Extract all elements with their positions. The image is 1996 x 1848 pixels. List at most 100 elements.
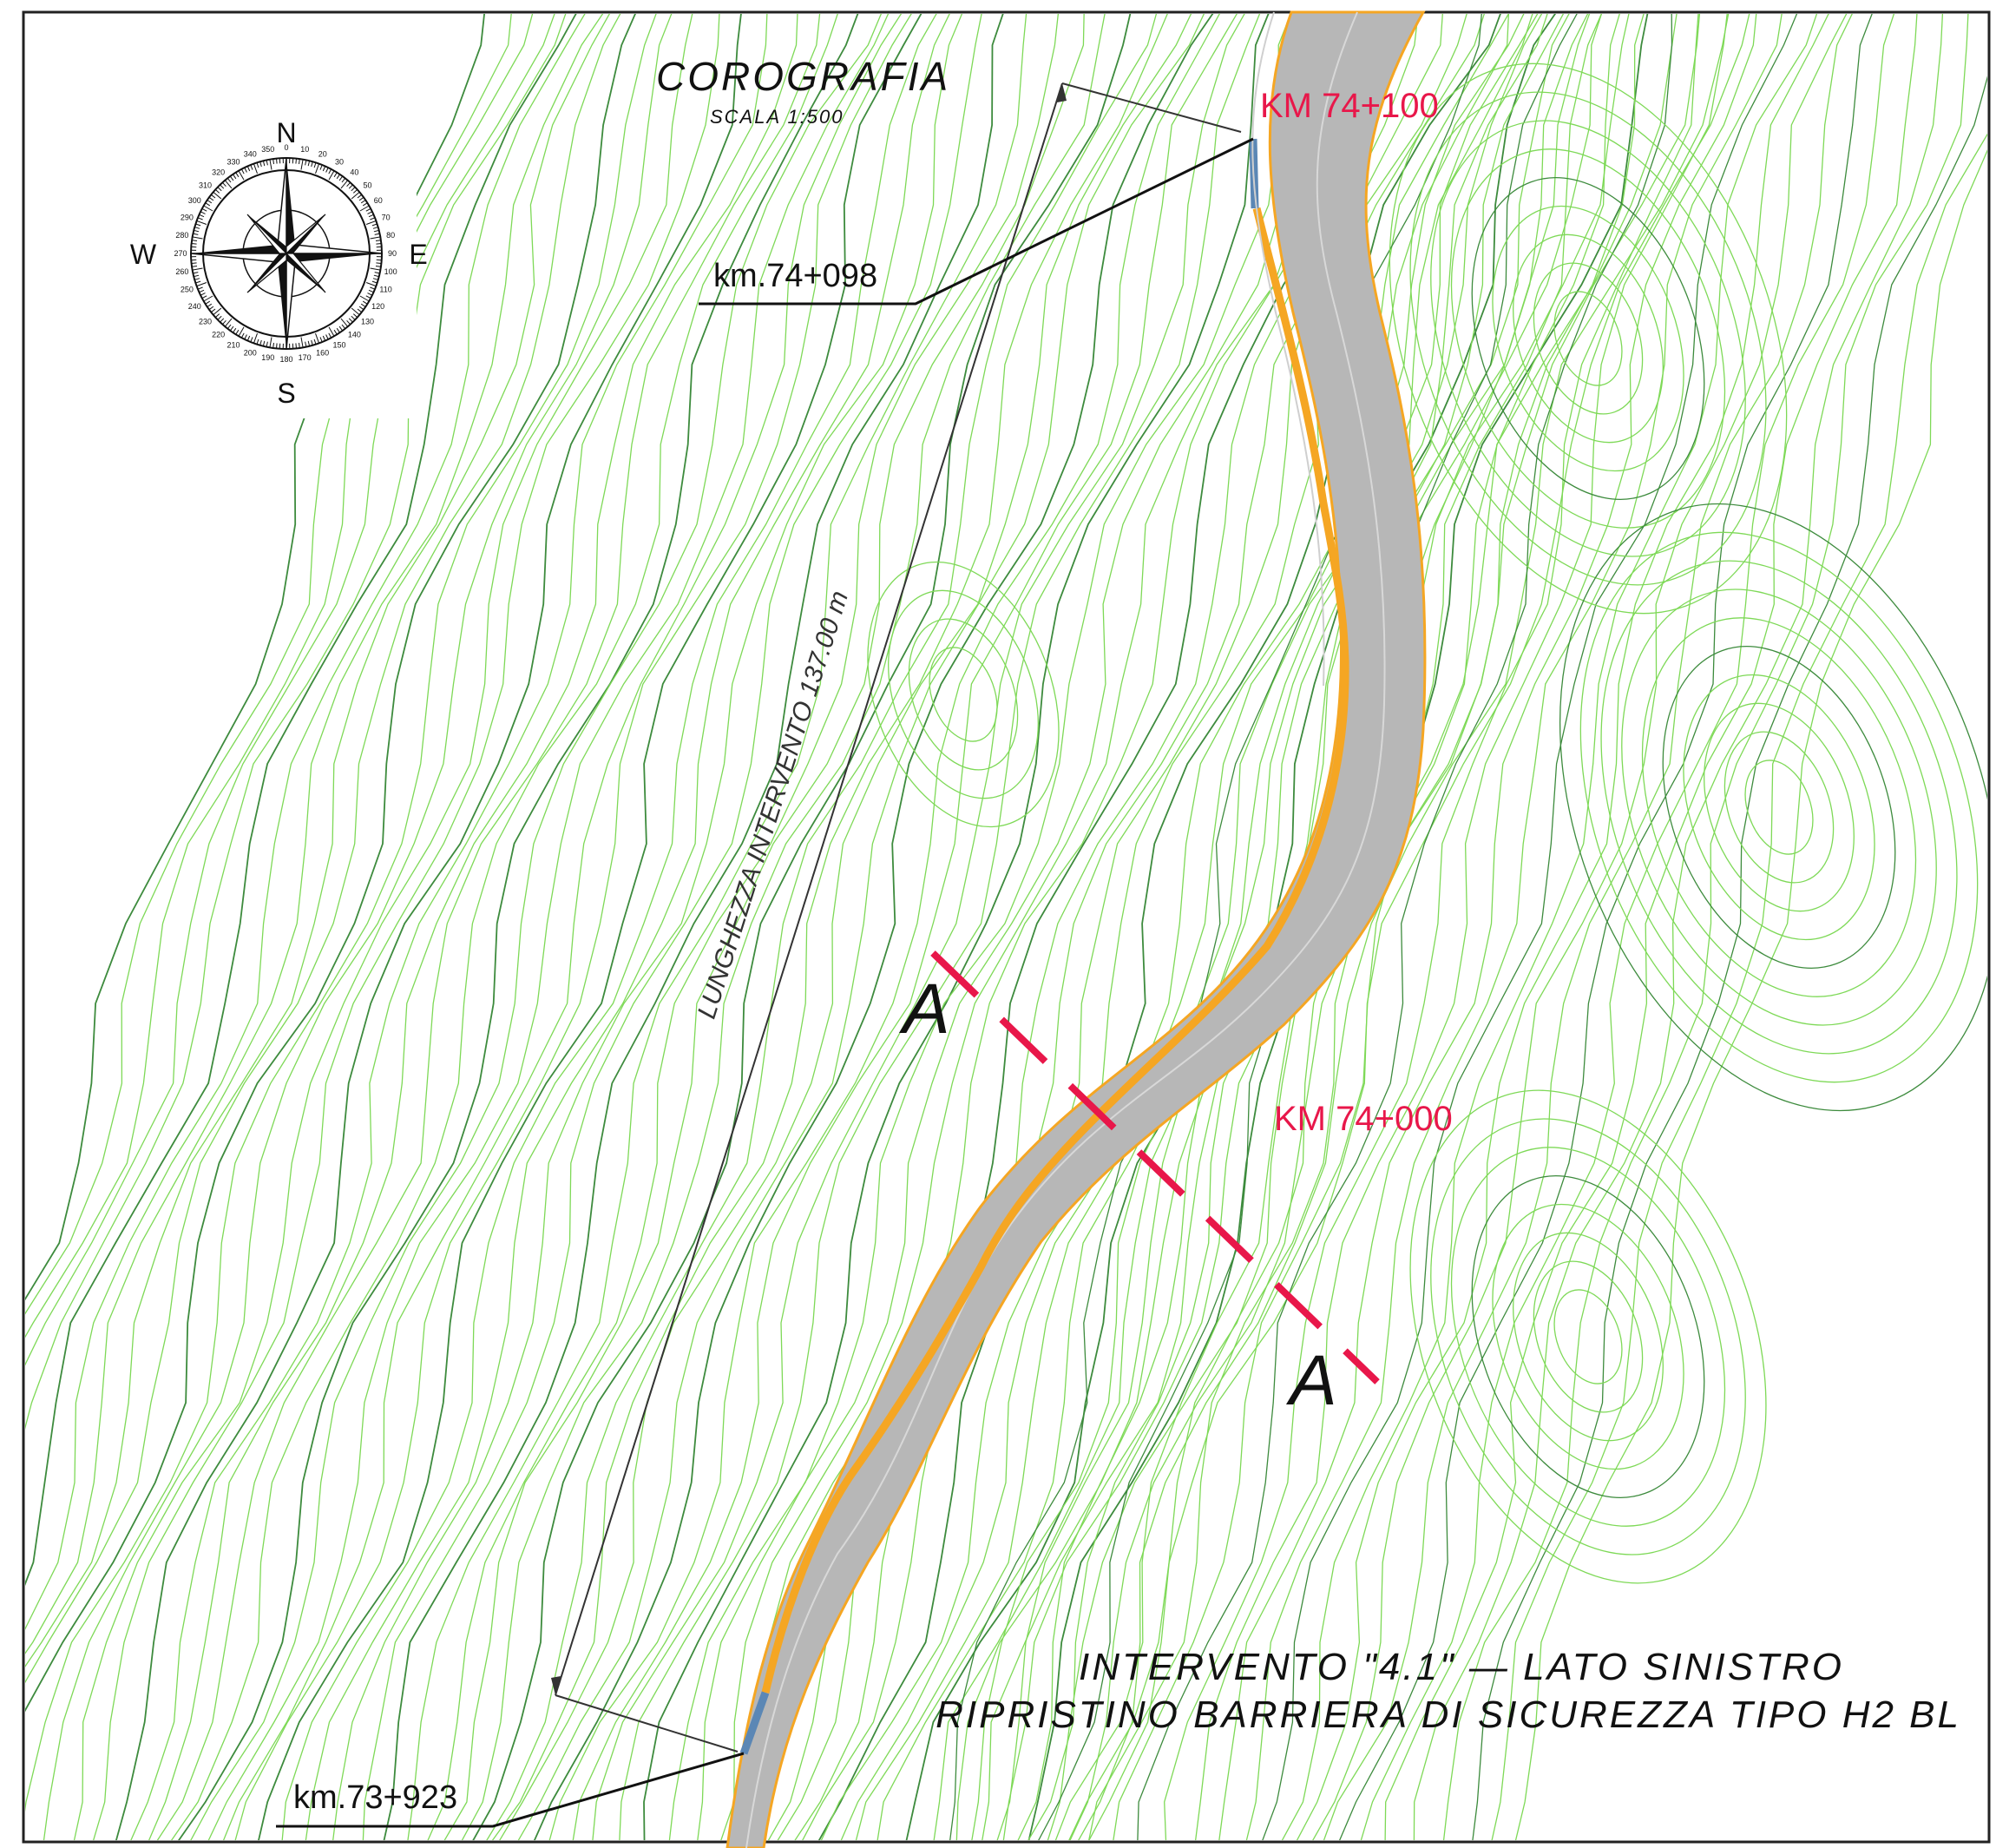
compass-tick — [199, 214, 205, 218]
compass-west: W — [130, 239, 157, 270]
compass-tick — [362, 202, 368, 207]
compass-tick — [203, 295, 213, 302]
contour-line — [43, 14, 673, 1840]
road-edge-left — [1251, 11, 1325, 687]
contour-line — [697, 14, 1315, 1840]
compass-tick — [336, 327, 340, 333]
compass-tick — [194, 274, 200, 278]
compass-degree-label: 110 — [379, 286, 391, 294]
compass-degree-label: 240 — [188, 302, 201, 311]
compass-tick — [368, 214, 374, 218]
compass-tick — [208, 196, 214, 201]
compass-degree-label: 100 — [384, 267, 397, 276]
compass-tick — [269, 337, 272, 348]
compass-tick — [262, 340, 266, 346]
contour-line — [1384, 14, 1918, 1840]
compass-degree-label: 0 — [284, 143, 288, 152]
compass-tick — [222, 181, 227, 187]
compass-tick — [352, 189, 358, 194]
compass-tick — [336, 174, 340, 180]
compass-tick — [375, 266, 381, 267]
compass-tick — [196, 282, 207, 287]
compass-tick — [374, 233, 380, 235]
contour-ring — [1579, 531, 1979, 1083]
compass-degree-label: 50 — [363, 181, 371, 190]
compass-tick — [351, 191, 360, 200]
compass-tick — [372, 278, 378, 280]
contour-line — [383, 14, 1004, 1840]
compass-tick — [269, 159, 272, 170]
compass-tick — [359, 205, 370, 212]
compass-degree-label: 290 — [181, 213, 194, 221]
contour-ring — [1513, 233, 1664, 444]
compass-tick — [210, 308, 216, 313]
contour-line — [25, 14, 657, 1812]
compass-tick — [192, 267, 203, 271]
contour-line — [207, 14, 890, 1840]
contour-line — [443, 14, 1085, 1840]
compass-degree-label: 280 — [175, 231, 188, 240]
compass-tick — [295, 158, 297, 164]
contour-line — [1113, 14, 1645, 1840]
contour-line — [25, 14, 636, 1713]
contour-ring — [1450, 148, 1726, 529]
compass-tick — [370, 286, 376, 290]
compass-tick — [352, 313, 358, 318]
contour-line — [1137, 14, 1673, 1840]
compass-tick — [244, 334, 247, 340]
map-scale: SCALA 1:500 — [710, 106, 844, 128]
compass-degree-label: 40 — [350, 168, 358, 177]
compass-tick — [340, 318, 349, 327]
compass-degree-label: 80 — [386, 231, 395, 240]
compass-tick — [322, 166, 326, 172]
compass-tick — [357, 194, 363, 199]
compass-tick — [295, 343, 297, 349]
compass-tick — [194, 227, 200, 229]
contour-line — [258, 14, 922, 1840]
contour-ring — [1389, 62, 1788, 615]
compass-tick — [305, 341, 307, 347]
contour-line — [643, 14, 1270, 1840]
compass-tick — [244, 167, 247, 173]
callout-start-label: km.74+098 — [713, 258, 877, 294]
compass-tick — [325, 167, 329, 173]
compass-tick — [300, 159, 304, 170]
contour-ring — [1744, 760, 1814, 855]
compass-tick — [367, 293, 373, 296]
compass-degree-label: 20 — [318, 149, 327, 158]
contour-line — [177, 14, 859, 1840]
compass-tick — [341, 177, 346, 183]
compass-tick — [315, 163, 320, 174]
contour-line — [362, 14, 982, 1840]
compass-tick — [191, 243, 197, 245]
contour-ring — [929, 647, 998, 742]
contour-line — [332, 14, 963, 1840]
compass-tick — [351, 307, 360, 316]
compass-tick — [365, 220, 377, 225]
compass-tick — [220, 318, 225, 323]
compass-tick — [201, 295, 207, 299]
compass-tick — [220, 184, 225, 189]
compass-tick — [371, 280, 378, 284]
compass-tick — [266, 341, 268, 347]
compass-tick — [240, 168, 245, 174]
compass-tick — [340, 180, 349, 189]
compass-tick — [229, 175, 234, 181]
road — [726, 10, 1427, 1848]
compass-tick — [311, 161, 313, 168]
compass-tick — [193, 233, 199, 235]
compass-tick — [210, 194, 216, 199]
compass-tick — [333, 172, 338, 178]
compass-tick — [338, 175, 344, 181]
compass-degree-label: 10 — [300, 145, 309, 154]
contour-line — [25, 14, 621, 1684]
compass-degree-label: 90 — [388, 249, 397, 258]
compass-tick — [365, 282, 377, 287]
compass-tick — [217, 315, 222, 320]
contour-ring — [1641, 617, 1917, 997]
compass-degree-label: 120 — [371, 302, 384, 311]
compass-tick — [365, 207, 371, 212]
contour-ring — [1683, 674, 1875, 941]
compass-tick — [259, 161, 262, 168]
contour-line — [517, 14, 1205, 1840]
